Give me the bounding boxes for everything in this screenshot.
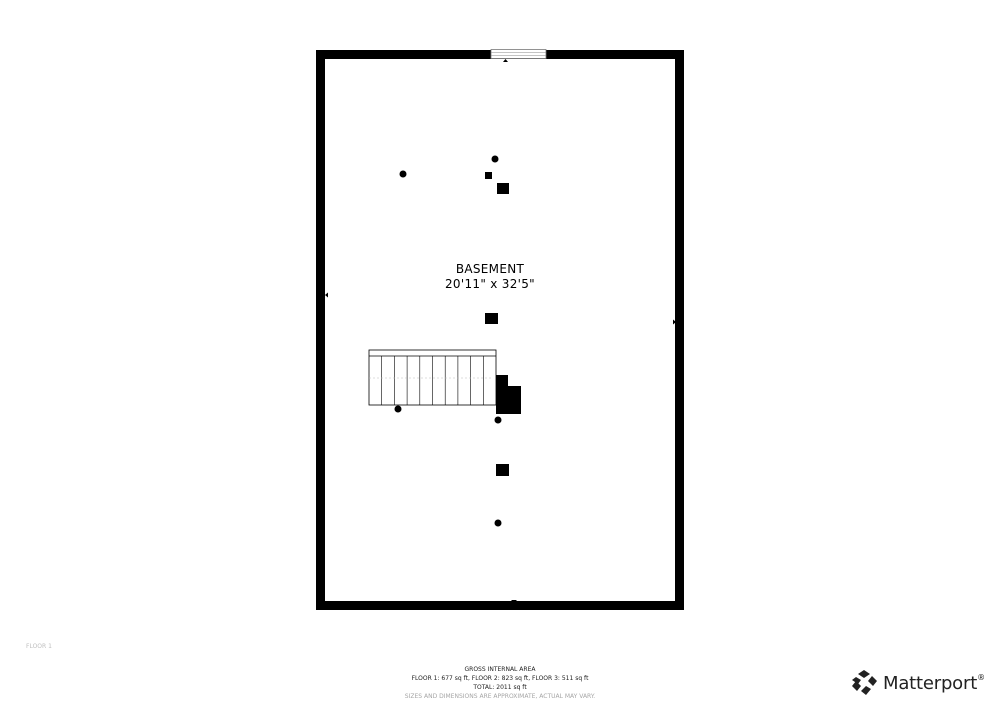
post bbox=[485, 313, 498, 324]
post bbox=[485, 172, 492, 179]
top-marker bbox=[503, 59, 508, 62]
floor-tag: FLOOR 1 bbox=[26, 643, 52, 650]
post bbox=[494, 519, 502, 527]
area-disclaimer: SIZES AND DIMENSIONS ARE APPROXIMATE, AC… bbox=[404, 693, 596, 700]
brand: Matterport® bbox=[850, 668, 985, 698]
post bbox=[491, 155, 499, 163]
room-name: BASEMENT bbox=[455, 262, 525, 276]
staircase bbox=[368, 349, 497, 406]
area-heading: GROSS INTERNAL AREA bbox=[464, 666, 536, 673]
left-marker bbox=[325, 292, 328, 298]
bottom-marker bbox=[511, 600, 517, 603]
brand-name: Matterport® bbox=[883, 672, 985, 694]
post bbox=[394, 405, 402, 413]
mechanical-unit bbox=[496, 375, 521, 414]
room-dimensions: 20'11" x 32'5" bbox=[444, 277, 535, 291]
right-marker bbox=[673, 319, 676, 325]
matterport-logo-icon bbox=[852, 670, 877, 695]
window bbox=[490, 49, 547, 59]
post bbox=[399, 170, 407, 178]
area-floors: FLOOR 1: 677 sq ft, FLOOR 2: 823 sq ft, … bbox=[411, 675, 589, 682]
post bbox=[494, 416, 502, 424]
post bbox=[496, 464, 509, 476]
area-total: TOTAL: 2011 sq ft bbox=[473, 684, 527, 691]
area-summary: GROSS INTERNAL AREA FLOOR 1: 677 sq ft, … bbox=[380, 665, 620, 701]
post bbox=[497, 183, 509, 194]
